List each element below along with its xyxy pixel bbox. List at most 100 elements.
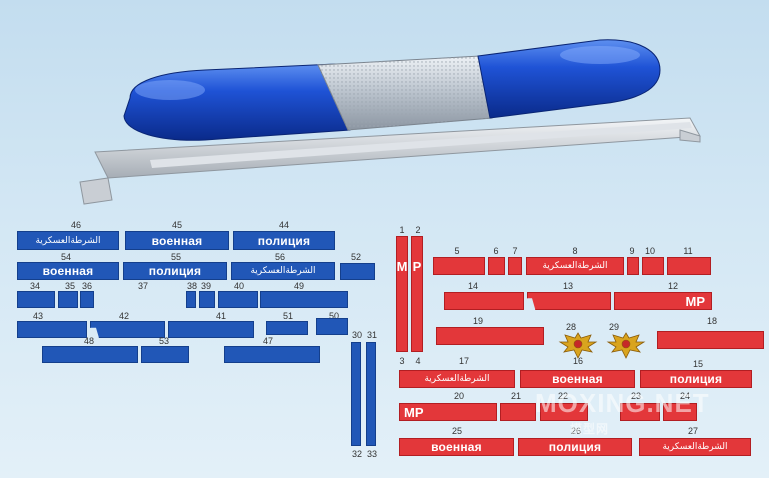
part-number: 40: [233, 281, 244, 291]
part-number: 4: [415, 356, 421, 366]
part-number: 6: [493, 246, 499, 256]
watermark-cjk: 模型网: [570, 422, 610, 436]
red-sticker-21: [500, 403, 536, 421]
red-sticker-17: الشرطةالعسكرية: [399, 370, 515, 388]
part-number: 46: [70, 220, 81, 230]
watermark-latin: MOXING.NET: [535, 388, 710, 418]
blue-sticker-30: [351, 342, 361, 446]
red-sticker-24: [663, 403, 697, 421]
blue-sticker-35: [58, 291, 78, 308]
part-number: 36: [81, 281, 92, 291]
part-number: 7: [512, 246, 518, 256]
part-number: 56: [274, 252, 285, 262]
red-sticker-7: [508, 257, 522, 275]
part-number: 9: [629, 246, 635, 256]
red-sticker-26: полиция: [518, 438, 632, 456]
blue-sticker-41: [168, 321, 254, 338]
part-number: 10: [644, 246, 655, 256]
red-sticker-2: P: [411, 236, 423, 352]
red-sticker-20: MP: [399, 403, 497, 421]
blue-sticker-39: [199, 291, 215, 308]
red-sticker-27: الشرطةالعسكرية: [639, 438, 751, 456]
blue-sticker-54: военная: [17, 262, 119, 280]
blue-sticker-43: [17, 321, 87, 338]
blue-sticker-52: [340, 263, 375, 280]
part-number: 22: [557, 391, 568, 401]
part-number: 50: [328, 311, 339, 321]
blue-sticker-46: الشرطةالعسكرية: [17, 231, 119, 250]
part-number: 39: [200, 281, 211, 291]
red-sticker-15: полиция: [640, 370, 752, 388]
part-number: 28: [565, 322, 576, 332]
blue-sticker-55: полиция: [123, 262, 227, 280]
part-number: 54: [60, 252, 71, 262]
part-number: 49: [293, 281, 304, 291]
part-number: 21: [510, 391, 521, 401]
part-number: 11: [683, 246, 693, 256]
red-sticker-23: [620, 403, 660, 421]
part-number: 42: [118, 311, 129, 321]
part-number: 38: [186, 281, 197, 291]
blue-sticker-53: [141, 346, 189, 363]
red-sticker-16: военная: [520, 370, 635, 388]
part-number: 26: [570, 426, 581, 436]
blue-sticker-31: [366, 342, 376, 446]
part-number: 18: [706, 316, 717, 326]
part-number: 51: [282, 311, 293, 321]
part-number: 29: [608, 322, 619, 332]
red-sticker-5: [433, 257, 485, 275]
red-sticker-12: MP: [614, 292, 712, 310]
left-blue-dome: [123, 63, 351, 141]
blue-sticker-44: полиция: [233, 231, 335, 250]
part-number: 43: [32, 311, 43, 321]
blue-sticker-56: الشرطةالعسكرية: [231, 262, 335, 280]
red-sticker-11: [667, 257, 711, 275]
part-number: 27: [687, 426, 698, 436]
blue-sticker-38: [186, 291, 196, 308]
part-number: 55: [170, 252, 181, 262]
double-eagle-emblem-28: [558, 332, 598, 359]
part-number: 37: [137, 281, 148, 291]
part-number: 2: [415, 225, 421, 235]
part-number: 23: [630, 391, 641, 401]
blue-sticker-45: военная: [125, 231, 229, 250]
part-number: 48: [83, 336, 94, 346]
part-number: 32: [351, 449, 362, 459]
part-number: 47: [262, 336, 273, 346]
part-number: 13: [562, 281, 573, 291]
double-eagle-emblem-29: [606, 332, 646, 359]
part-number: 17: [458, 356, 469, 366]
part-number: 52: [350, 252, 361, 262]
part-number: 14: [467, 281, 478, 291]
part-number: 33: [366, 449, 377, 459]
mounting-base: [79, 117, 701, 205]
blue-sticker-49: [260, 291, 348, 308]
part-number: 31: [366, 330, 377, 340]
part-number: 24: [679, 391, 690, 401]
red-sticker-25: военная: [399, 438, 514, 456]
part-number: 19: [472, 316, 483, 326]
part-number: 53: [158, 336, 169, 346]
part-number: 16: [572, 356, 583, 366]
red-sticker-13: [527, 292, 611, 310]
red-sticker-14: [444, 292, 524, 310]
red-sticker-22: [540, 403, 588, 421]
part-number: 20: [453, 391, 464, 401]
part-number: 3: [399, 356, 405, 366]
part-number: 8: [572, 246, 578, 256]
part-number: 12: [667, 281, 678, 291]
red-sticker-8: الشرطةالعسكرية: [526, 257, 624, 275]
part-number: 34: [29, 281, 40, 291]
part-number: 44: [278, 220, 289, 230]
blue-sticker-50: [316, 318, 348, 335]
blue-sticker-36: [80, 291, 94, 308]
red-sticker-9: [627, 257, 639, 275]
part-number: 45: [171, 220, 182, 230]
red-sticker-19: [436, 327, 544, 345]
blue-sticker-51: [266, 321, 308, 335]
red-sticker-18: [657, 331, 764, 349]
blue-sticker-40: [218, 291, 258, 308]
red-sticker-10: [642, 257, 664, 275]
red-sticker-1: M: [396, 236, 408, 352]
